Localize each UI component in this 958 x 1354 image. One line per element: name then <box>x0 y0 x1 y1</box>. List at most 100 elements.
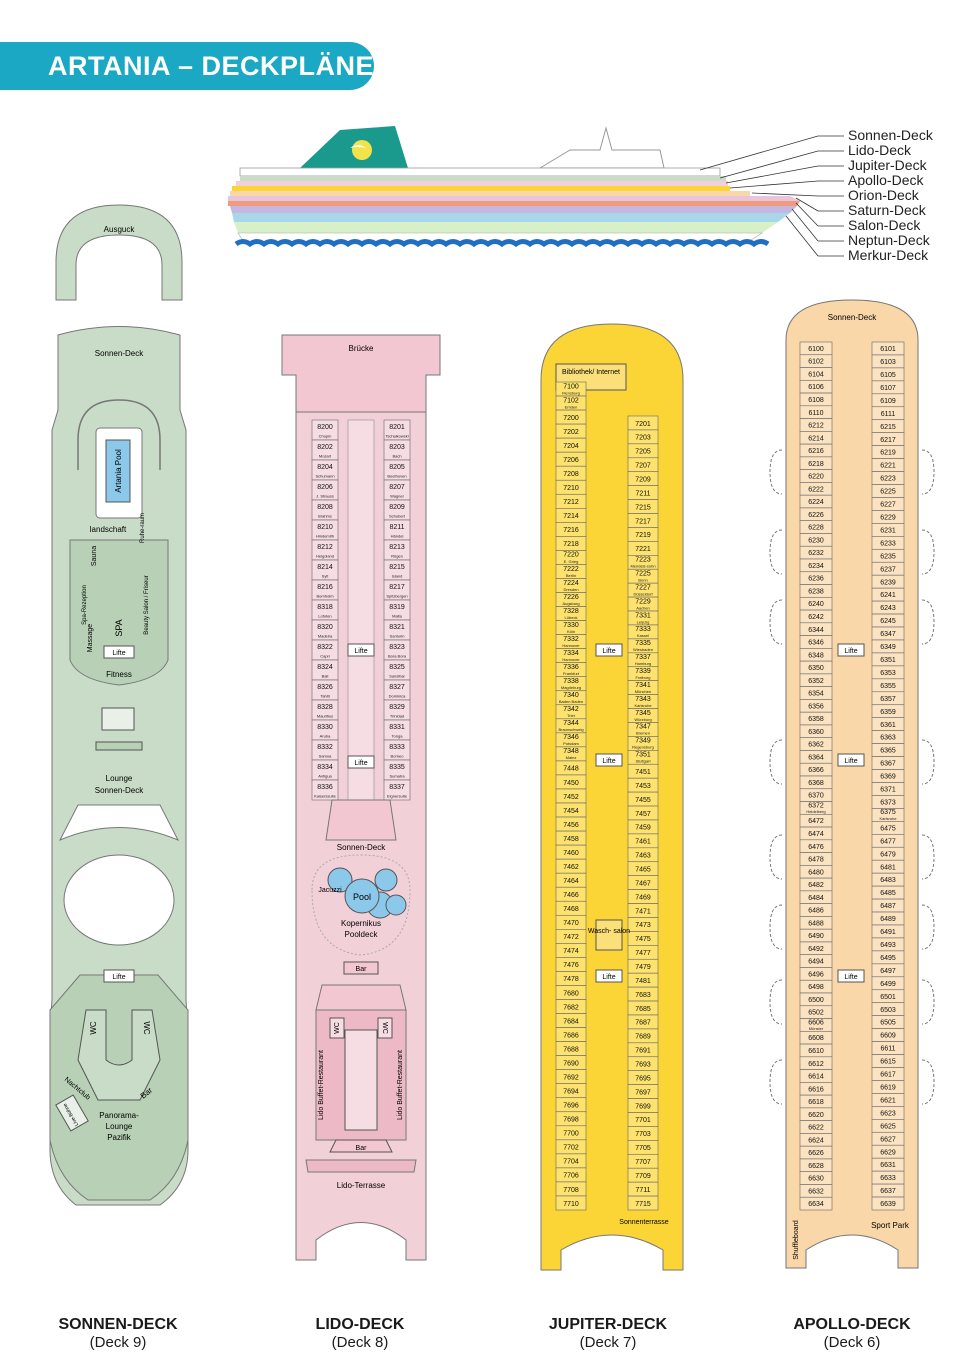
cabin-number: 8333 <box>389 744 405 751</box>
cabin-number: 6477 <box>880 838 896 845</box>
cabin-number: 6633 <box>880 1175 896 1182</box>
caption-jupiter-deck: JUPITER-DECK (Deck 7) <box>508 1316 708 1351</box>
funnel-logo <box>352 140 372 160</box>
cabin-number: 6606 <box>808 1019 824 1026</box>
cabin-number: 6239 <box>880 579 896 586</box>
cabin-number: 7711 <box>635 1187 650 1194</box>
jupiter-lifte-2 <box>595 753 623 767</box>
cabin-name: Malta <box>392 614 403 619</box>
cabin-number: 6359 <box>880 709 896 716</box>
cabin-number: 7476 <box>563 962 579 969</box>
cabin-number: 6474 <box>808 831 824 838</box>
cabin-name: Würzburg <box>634 717 651 722</box>
cabin-number: 7696 <box>563 1103 579 1110</box>
cabin-number: 6499 <box>880 981 896 988</box>
cabin-number: 6489 <box>880 916 896 923</box>
waschsalon-label: Wasch- salon <box>588 928 630 935</box>
cabin-number: 6358 <box>808 716 824 723</box>
cabin-number: 7451 <box>635 769 651 776</box>
cabin-number: 6491 <box>880 929 896 936</box>
cabin-name: Karlsruhe <box>879 816 897 821</box>
cabin-number: 6231 <box>880 527 896 534</box>
title-banner: ARTANIA – DECKPLÄNE <box>0 42 374 90</box>
cabin-number: 7691 <box>635 1048 651 1055</box>
cabin-number: 7229 <box>635 598 651 605</box>
cabin-number: 7453 <box>635 783 651 790</box>
cabin-number: 6212 <box>808 423 824 430</box>
lifeboat-right <box>921 739 935 785</box>
cabin-number: 6224 <box>808 499 824 506</box>
lifeboat-right <box>921 834 935 880</box>
lifeboat-left <box>769 599 783 645</box>
cabin-number: 6483 <box>880 877 896 884</box>
cabin-number: 7219 <box>635 532 651 539</box>
cabin-name: Aachen <box>636 605 650 610</box>
spa-area <box>69 539 169 686</box>
ruheraum-label: Ruhe-raum <box>140 513 146 543</box>
caption-title: LIDO-DECK <box>315 1316 405 1333</box>
cabin-name: Spitzbergen <box>386 594 407 599</box>
cabin-number: 6501 <box>880 994 896 1001</box>
cabin-number: 6481 <box>880 864 896 871</box>
cabin-number: 6624 <box>808 1137 824 1144</box>
cabin-number: 7466 <box>563 892 579 899</box>
lifeboat-left <box>769 904 783 950</box>
cabin-number: 8330 <box>317 724 333 731</box>
cabin-name: Baden Baden <box>559 699 583 704</box>
jupiter-lifte-1 <box>595 643 623 657</box>
bruecke-label: Brücke <box>349 344 374 353</box>
cabin-number: 7465 <box>635 867 651 874</box>
cabin-number: 8202 <box>317 444 333 451</box>
cabin-number: 8211 <box>389 524 404 531</box>
cabin-number: 7222 <box>563 566 579 573</box>
sonnen-lifte-label: Lifte <box>112 650 125 657</box>
cabin-number: 7208 <box>563 471 579 478</box>
sonnen-table <box>101 707 135 731</box>
cabin-name: Hindemith <box>316 534 334 539</box>
lido-corridor <box>347 419 375 801</box>
cabin-number: 6617 <box>880 1072 896 1079</box>
cabin-number: 8216 <box>317 584 333 591</box>
cabin-number: 6100 <box>808 346 824 353</box>
cabin-number: 7481 <box>635 978 651 985</box>
cabin-number: 7684 <box>563 1018 579 1025</box>
cabin-number: 7202 <box>563 429 579 436</box>
cabin-number: 7471 <box>635 908 651 915</box>
cabin-number: 7699 <box>635 1103 651 1110</box>
cabin-name: Santorin <box>390 634 405 639</box>
massage-label: Massage <box>87 624 94 653</box>
fitness-label: Fitness <box>106 670 132 679</box>
cabin-number: 6102 <box>808 359 824 366</box>
cabin-number: 6621 <box>880 1097 896 1104</box>
cabin-number: 6505 <box>880 1020 896 1027</box>
lifeboats <box>769 449 935 1105</box>
cabin-name: Tahiti <box>320 694 329 699</box>
cabin-number: 6223 <box>880 476 896 483</box>
cabin-name: Hamburg <box>635 661 651 666</box>
cabin-number: 7331 <box>635 612 651 619</box>
cabin-name: Bora Bora <box>388 654 407 659</box>
cabin-number: 7328 <box>563 608 579 615</box>
caption-title: SONNEN-DECK <box>58 1316 178 1333</box>
apollo-lifte-1-label: Lifte <box>844 648 857 655</box>
lifeboat-left <box>769 449 783 495</box>
cabin-number: 6630 <box>808 1176 824 1183</box>
cabin-name: Tonga <box>392 734 404 739</box>
cabin-name: Aruba <box>320 734 331 739</box>
panorama-label: Panorama- <box>99 1111 139 1120</box>
cabin-number: 7215 <box>635 504 651 511</box>
apollo-deck-plan: Sonnen-Deck 6100610261046106610861106212… <box>769 299 935 1269</box>
cabin-number: 8334 <box>317 764 333 771</box>
cabin-number: 6357 <box>880 696 896 703</box>
sonnenterrasse-label: Sonnenterrasse <box>619 1219 669 1226</box>
sauna-label: Sauna <box>91 546 98 566</box>
cabin-number: 7704 <box>563 1159 579 1166</box>
cabin-name: Mendels-sohn <box>630 564 655 569</box>
jupiter-lifte-3 <box>595 969 623 983</box>
cabin-number: 6490 <box>808 933 824 940</box>
cabin-number: 6217 <box>880 437 896 444</box>
cabin-number: 6344 <box>808 627 824 634</box>
cabin-number: 7477 <box>635 950 651 957</box>
leader-line <box>795 202 819 227</box>
